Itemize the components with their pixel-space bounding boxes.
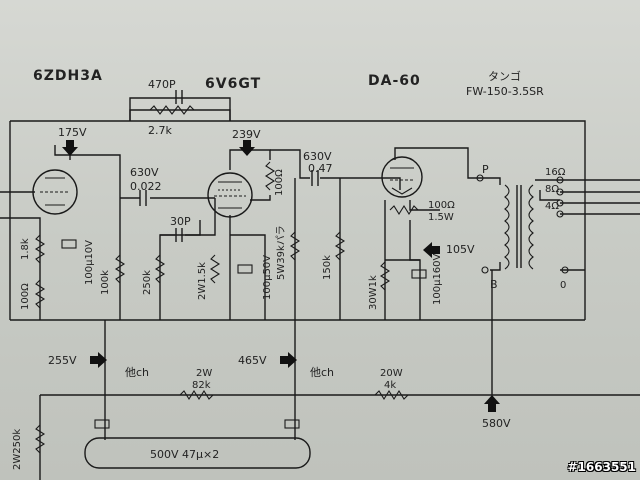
r-250k-label: 250k <box>142 270 153 295</box>
voltage-arrows <box>62 140 500 412</box>
transformer-brand: タンゴ <box>488 69 521 83</box>
other-channel-1: 他ch <box>125 366 149 379</box>
hum-pot-value: 100Ω <box>428 200 455 211</box>
tube-da60-symbol <box>381 156 423 198</box>
r-39k-label: 5W39kパラ <box>275 225 287 280</box>
r-1k-label: 30W1k <box>368 275 379 310</box>
opt-tap-4: 4Ω <box>545 201 559 212</box>
opt-tap-0: 0 <box>560 280 566 291</box>
output-transformer-symbol <box>476 174 569 274</box>
feedback-cap-label: 470P <box>148 78 176 91</box>
tube-label-6zdh3a: 6ZDH3A <box>33 68 103 84</box>
tube-6zdh3a-symbol <box>32 169 78 215</box>
r-82k-watt: 2W <box>196 368 212 379</box>
r-100ohm-b-label: 100Ω <box>274 169 285 196</box>
hum-pot-watt: 1.5W <box>428 212 454 223</box>
resistors <box>34 105 419 454</box>
opt-tap-8: 8Ω <box>545 184 559 195</box>
watermark-id: #1663551 <box>567 460 636 474</box>
voltage-175: 175V <box>58 126 87 139</box>
voltage-465: 465V <box>238 354 267 367</box>
r-100k-label: 100k <box>100 270 111 295</box>
opt-tap-b: B <box>490 278 498 291</box>
tube-6v6gt-symbol <box>207 172 253 218</box>
r-4k-watt: 20W <box>380 368 403 379</box>
coupling1-value: 0.022 <box>130 180 162 193</box>
r-82k-value: 82k <box>192 380 211 391</box>
coupling2-value: 0.47 <box>308 162 333 175</box>
voltage-580: 580V <box>482 417 511 430</box>
tube-label-da60: DA-60 <box>368 73 421 89</box>
r-150k-label: 150k <box>322 255 333 280</box>
voltage-239: 239V <box>232 128 261 141</box>
filter-cap-label: 500V 47μ×2 <box>150 448 219 461</box>
r-250k-2-label: 2W250k <box>12 429 23 470</box>
voltage-255: 255V <box>48 354 77 367</box>
other-channel-2: 他ch <box>310 366 334 379</box>
feedback-res-label: 2.7k <box>148 124 172 137</box>
coupling1-voltage: 630V <box>130 166 159 179</box>
cap-bypass2-label: 100μ50V <box>262 255 273 300</box>
capacitors <box>61 90 427 469</box>
tube-label-6v6gt: 6V6GT <box>205 76 261 92</box>
r-100ohm-a-label: 100Ω <box>20 283 31 310</box>
r-1-8k-label: 1.8k <box>20 238 31 260</box>
opt-tap-p: P <box>482 163 489 176</box>
cap-bypass3-label: 100μ160V <box>432 253 443 305</box>
cap-30p-label: 30P <box>170 215 191 228</box>
r-4k-value: 4k <box>384 380 396 391</box>
voltage-105: 105V <box>446 243 475 256</box>
r-1-5k-label: 2W1.5k <box>197 262 208 300</box>
transformer-model: FW-150-3.5SR <box>466 85 544 98</box>
coupling2-voltage: 630V <box>303 150 332 163</box>
opt-tap-16: 16Ω <box>545 167 566 178</box>
cap-bypass1-label: 100μ10V <box>84 240 95 285</box>
